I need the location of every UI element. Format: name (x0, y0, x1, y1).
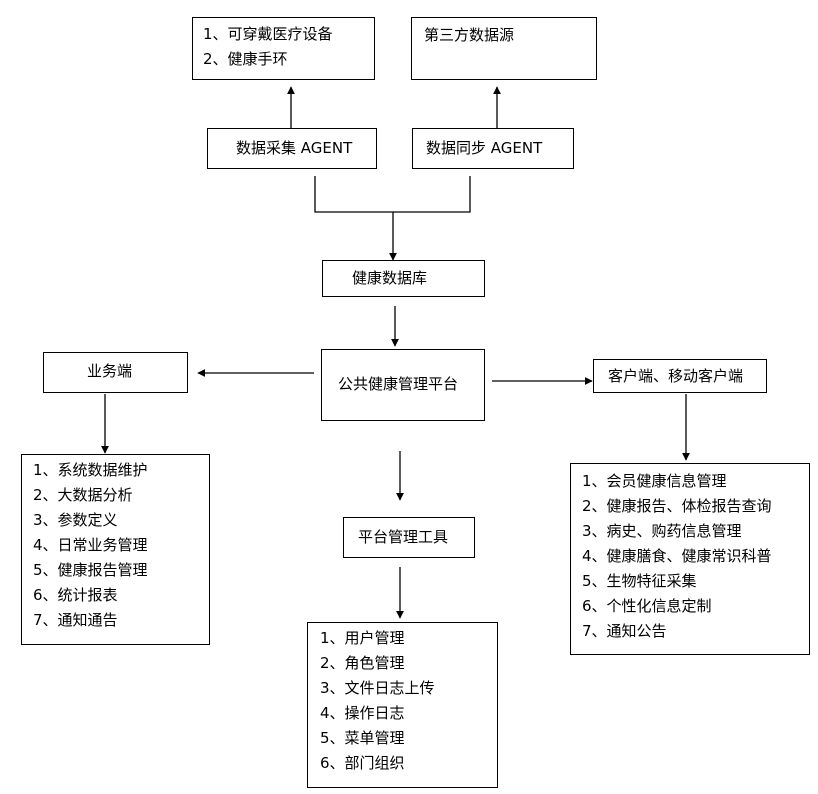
list-item: 5、生物特征采集 (582, 572, 697, 590)
public-health-platform-label: 公共健康管理平台 (338, 375, 459, 393)
tools-features-box: 1、用户管理 2、角色管理 3、文件日志上传 4、操作日志 5、菜单管理 6、部… (307, 622, 498, 788)
data-collect-agent-label: 数据采集 AGENT (236, 139, 353, 157)
list-item: 2、角色管理 (320, 654, 405, 672)
wearable-devices-box: 1、可穿戴医疗设备 2、健康手环 (192, 17, 375, 80)
public-health-platform-box: 公共健康管理平台 (321, 349, 485, 421)
client-end-label: 客户端、移动客户端 (608, 367, 744, 385)
list-item: 7、通知公告 (582, 622, 667, 640)
health-database-box: 健康数据库 (322, 260, 485, 297)
list-item: 4、日常业务管理 (33, 536, 148, 554)
client-features-box: 1、会员健康信息管理 2、健康报告、体检报告查询 3、病史、购药信息管理 4、健… (570, 463, 810, 655)
list-item: 5、健康报告管理 (33, 561, 148, 579)
list-item: 5、菜单管理 (320, 729, 405, 747)
merge-bracket (314, 176, 471, 213)
data-collect-agent-box: 数据采集 AGENT (207, 128, 377, 169)
platform-tools-box: 平台管理工具 (343, 517, 475, 558)
list-item: 4、健康膳食、健康常识科普 (582, 547, 772, 565)
list-item: 3、文件日志上传 (320, 679, 435, 697)
third-party-source-box: 第三方数据源 (411, 17, 597, 80)
list-item: 2、健康手环 (203, 50, 288, 68)
business-end-label: 业务端 (87, 362, 133, 380)
list-item: 2、健康报告、体检报告查询 (582, 497, 772, 515)
list-item: 6、部门组织 (320, 754, 405, 772)
third-party-source-label: 第三方数据源 (424, 26, 515, 44)
list-item: 1、会员健康信息管理 (582, 472, 727, 490)
health-database-label: 健康数据库 (352, 269, 428, 287)
list-item: 1、用户管理 (320, 629, 405, 647)
data-sync-agent-box: 数据同步 AGENT (412, 128, 574, 169)
list-item: 3、病史、购药信息管理 (582, 522, 742, 540)
list-item: 6、个性化信息定制 (582, 597, 712, 615)
list-item: 6、统计报表 (33, 586, 118, 604)
list-item: 7、通知通告 (33, 611, 118, 629)
business-features-box: 1、系统数据维护 2、大数据分析 3、参数定义 4、日常业务管理 5、健康报告管… (21, 454, 210, 645)
business-end-box: 业务端 (43, 352, 188, 393)
list-item: 1、可穿戴医疗设备 (203, 25, 333, 43)
list-item: 4、操作日志 (320, 704, 405, 722)
data-sync-agent-label: 数据同步 AGENT (426, 139, 543, 157)
client-end-box: 客户端、移动客户端 (593, 359, 767, 393)
list-item: 1、系统数据维护 (33, 461, 148, 479)
platform-tools-label: 平台管理工具 (358, 528, 449, 546)
list-item: 2、大数据分析 (33, 486, 133, 504)
list-item: 3、参数定义 (33, 511, 118, 529)
